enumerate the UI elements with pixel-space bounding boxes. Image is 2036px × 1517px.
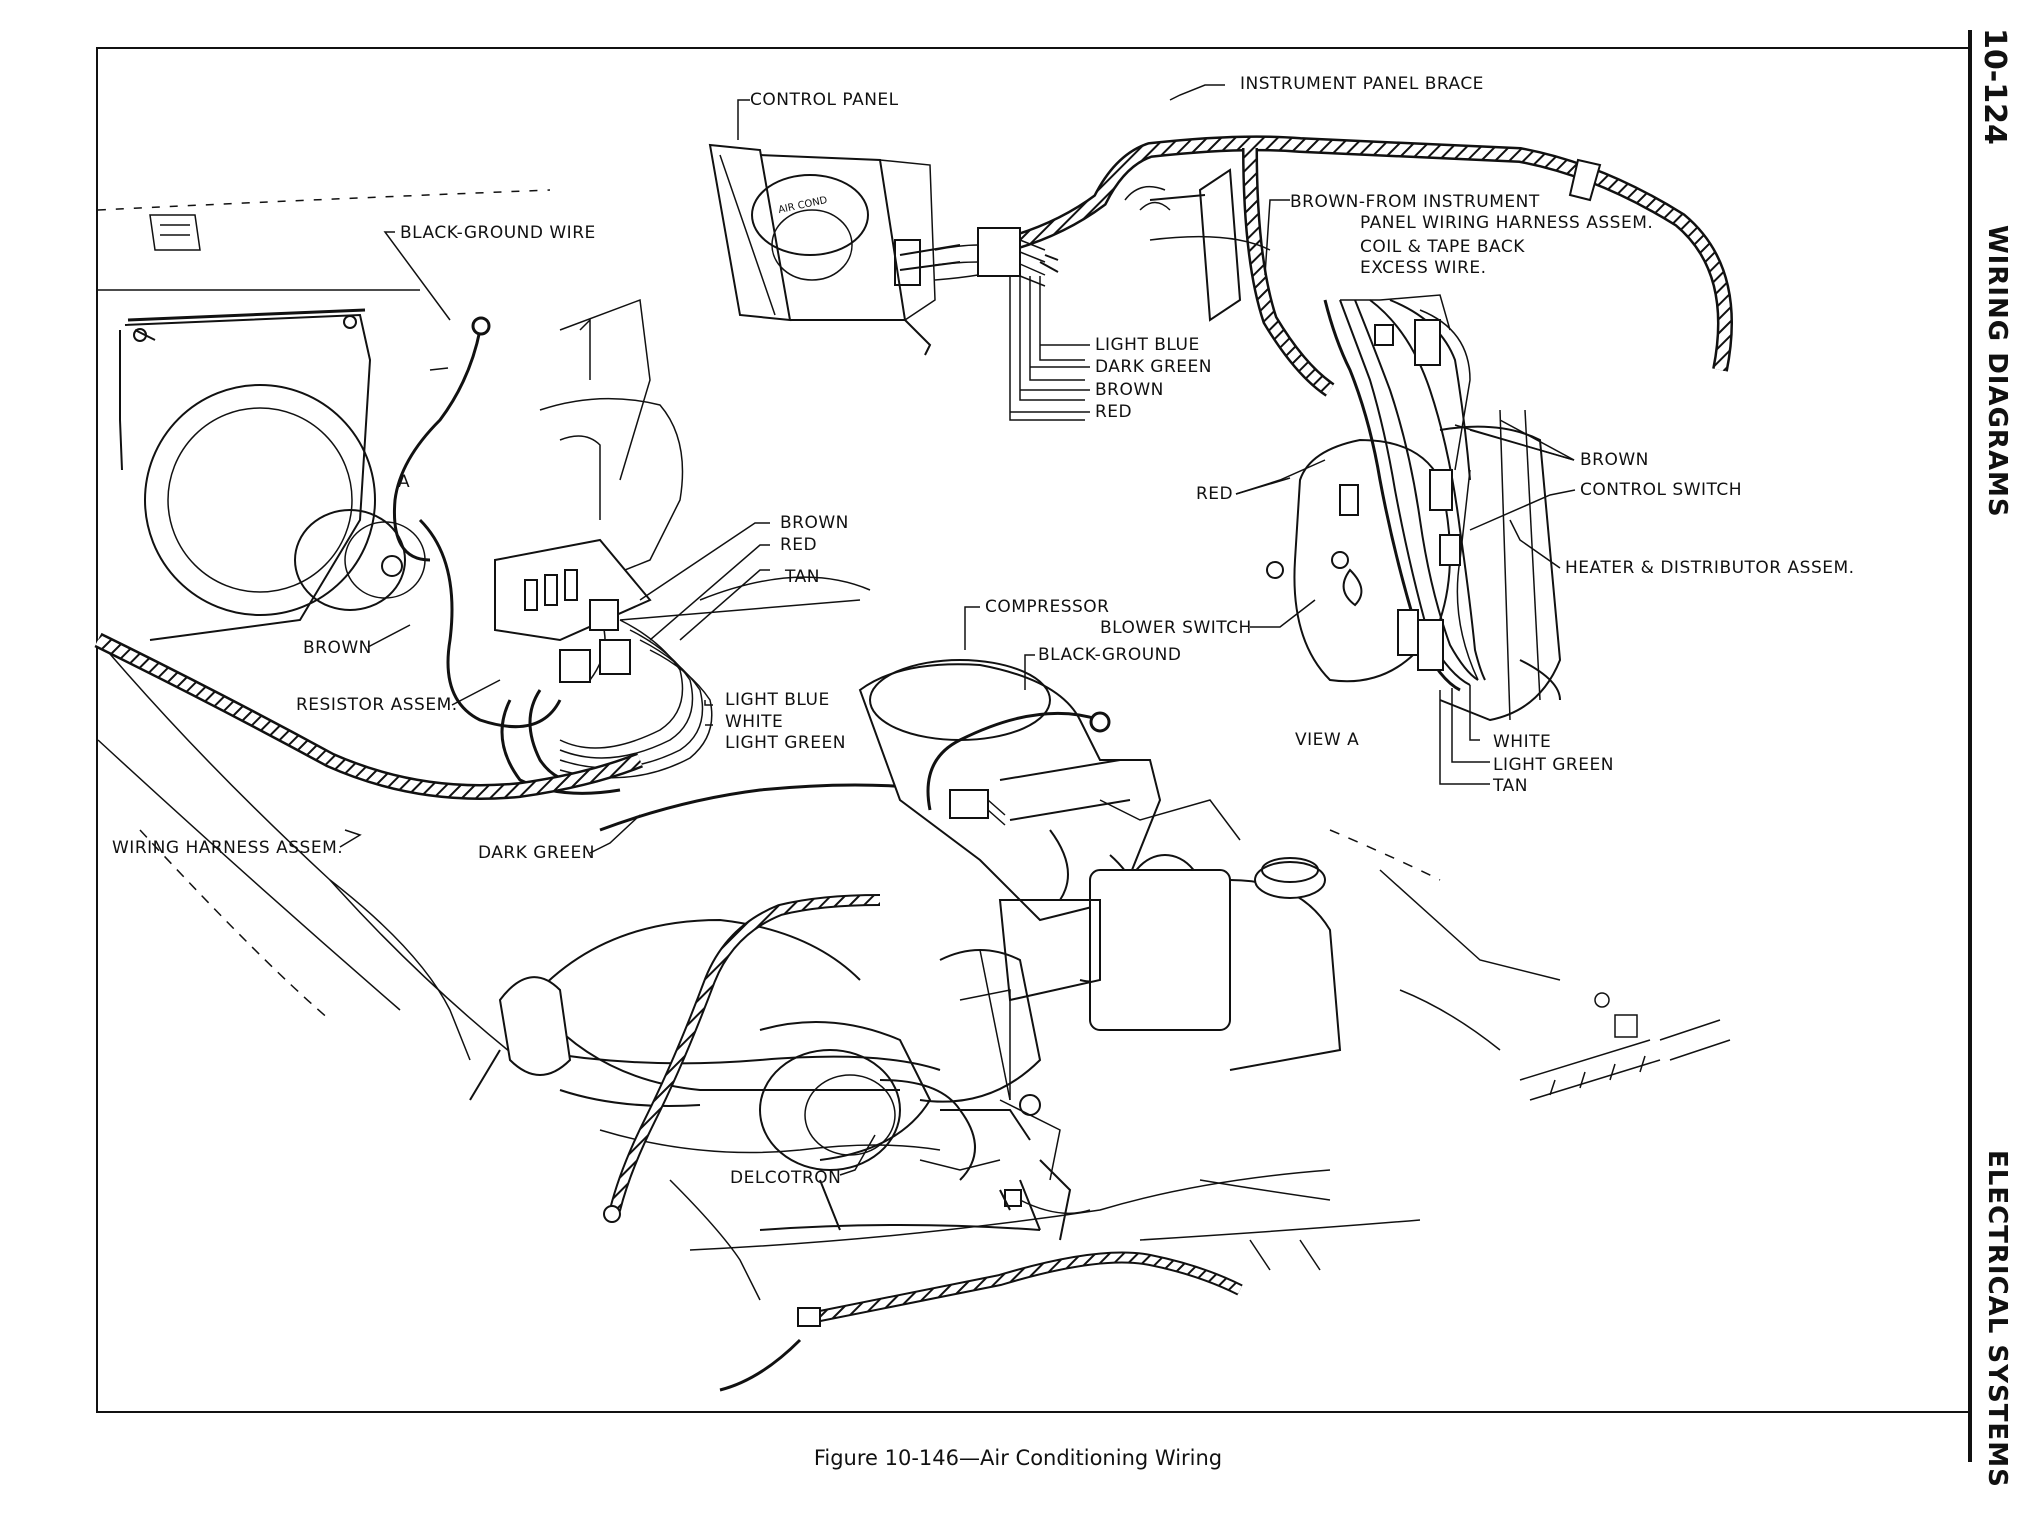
compressor-body	[858, 659, 1342, 1181]
label-excess-wire: EXCESS WIRE.	[1360, 258, 1487, 278]
black-ground-wire	[392, 316, 491, 562]
label-view-a-white: WHITE	[1493, 732, 1552, 752]
label-blower-switch: BLOWER SWITCH	[1100, 618, 1252, 638]
label-resistor-assem: RESISTOR ASSEM.	[296, 695, 458, 715]
label-view-a-tan: TAN	[1493, 776, 1528, 796]
control-panel-unit	[708, 143, 961, 356]
label-delcotron: DELCOTRON	[730, 1168, 842, 1188]
label-compressor: COMPRESSOR	[985, 597, 1110, 617]
label-view-a-brown: BROWN	[1580, 450, 1649, 470]
label-dark-green-top: DARK GREEN	[1095, 357, 1212, 377]
label-red-top: RED	[1095, 402, 1133, 422]
chapter-title: ELECTRICAL SYSTEMS	[1982, 1150, 2012, 1488]
label-heater-distributor: HEATER & DISTRIBUTOR ASSEM.	[1565, 558, 1855, 578]
label-resistor-red: RED	[780, 535, 818, 555]
label-light-blue-top: LIGHT BLUE	[1095, 335, 1200, 355]
label-control-switch: CONTROL SWITCH	[1580, 480, 1743, 500]
label-instrument-panel-brace: INSTRUMENT PANEL BRACE	[1240, 74, 1484, 94]
label-view-a: VIEW A	[1295, 730, 1360, 750]
label-view-a-red: RED	[1196, 484, 1234, 504]
label-view-a-marker: A	[398, 472, 411, 492]
label-dark-green-bottom: DARK GREEN	[478, 843, 595, 863]
wiring-harness-assem	[94, 632, 643, 800]
label-white-mid: WHITE	[725, 712, 784, 732]
control-panel-connector	[934, 227, 1085, 421]
leader-lines	[339, 84, 1576, 1176]
compressor-ground-wire	[926, 711, 1111, 826]
label-control-panel: CONTROL PANEL	[750, 90, 899, 110]
delcotron-engine	[469, 918, 1091, 1241]
label-panel-wiring-harness: PANEL WIRING HARNESS ASSEM.	[1360, 213, 1654, 233]
label-black-ground-wire: BLACK-GROUND WIRE	[400, 223, 596, 243]
blower-motor-housing	[119, 214, 426, 641]
lower-body-lines	[669, 829, 1731, 1301]
instrument-panel-brace	[1124, 168, 1271, 322]
label-brown-left: BROWN	[303, 638, 372, 658]
label-resistor-tan: TAN	[785, 567, 820, 587]
delcotron-harness	[603, 894, 1243, 1392]
view-a-detail	[1266, 294, 1562, 722]
label-light-green-mid: LIGHT GREEN	[725, 733, 846, 753]
sidebar-rule	[1968, 30, 1972, 1462]
section-title: WIRING DIAGRAMS	[1982, 225, 2012, 518]
label-brown-top: BROWN	[1095, 380, 1164, 400]
figure-caption: Figure 10-146—Air Conditioning Wiring	[813, 1446, 1223, 1470]
label-light-blue-mid: LIGHT BLUE	[725, 690, 830, 710]
label-brown-from-instrument: BROWN-FROM INSTRUMENT	[1290, 192, 1540, 212]
instrument-panel-harness	[1002, 135, 1733, 397]
page-number: 10-124	[1977, 28, 2012, 145]
resistor-assembly	[494, 538, 713, 795]
label-resistor-brown: BROWN	[780, 513, 849, 533]
label-wiring-harness-assem: WIRING HARNESS ASSEM.	[112, 838, 344, 858]
label-black-ground: BLACK-GROUND	[1038, 645, 1182, 665]
label-view-a-light-green: LIGHT GREEN	[1493, 755, 1614, 775]
brown-motor-wire	[418, 518, 562, 729]
label-coil-tape-back: COIL & TAPE BACK	[1360, 237, 1525, 257]
